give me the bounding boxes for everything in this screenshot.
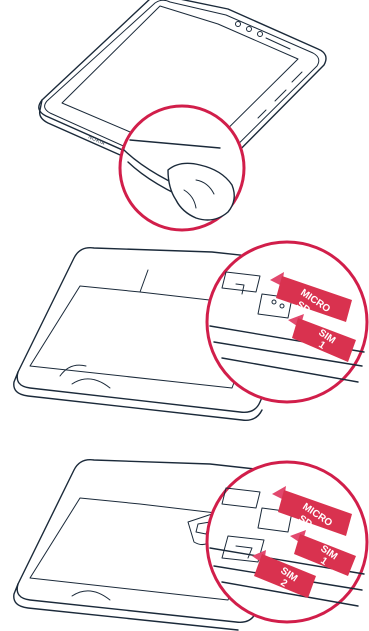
step1-magnifier-circle <box>120 106 244 230</box>
step1-illustration: NOKIA <box>39 0 326 230</box>
step2-illustration: MICRO SD SIM 1 <box>14 242 367 420</box>
step3-magnifier-circle: MICRO SD SIM 1 SIM 2 <box>207 462 367 622</box>
step3-illustration: MICRO SD SIM 1 SIM 2 <box>14 460 367 630</box>
step2-magnifier-circle: MICRO SD SIM 1 <box>207 242 367 402</box>
